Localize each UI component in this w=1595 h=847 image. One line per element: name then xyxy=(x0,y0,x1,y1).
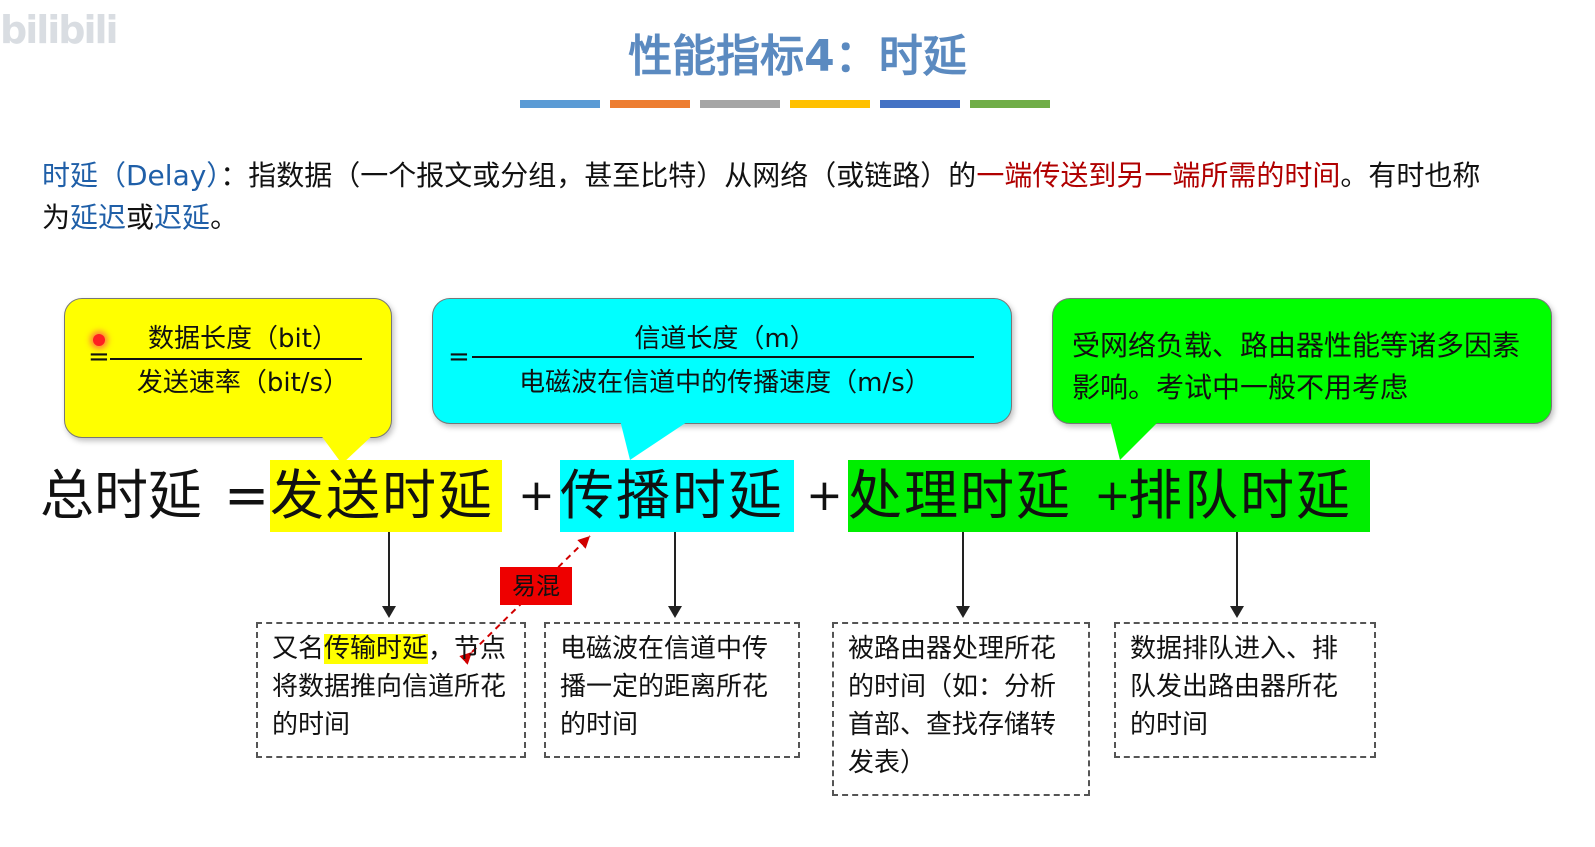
processing-delay-term: 处理时延 xyxy=(848,460,1084,532)
color-bar-6 xyxy=(970,100,1050,108)
transmission-denominator: 发送速率（bit/s） xyxy=(136,368,350,398)
transmission-arrow-line xyxy=(388,532,390,608)
definition-part2: 。有时也称为 xyxy=(42,159,1481,234)
propagation-desc-text: 电磁波在信道中传播一定的距离所花的时间 xyxy=(560,634,769,740)
plus-sign-1: + xyxy=(518,470,555,521)
propagation-numerator: 信道长度（m） xyxy=(634,324,816,354)
queuing-arrow-head xyxy=(1230,606,1244,618)
transmission-fraction-line xyxy=(110,358,362,360)
title-color-bars xyxy=(520,100,1050,108)
definition-part1: ：指数据（一个报文或分组，甚至比特）从网络（或链路）的 xyxy=(220,159,977,192)
color-bar-1 xyxy=(520,100,600,108)
propagation-callout-tail xyxy=(620,420,690,460)
queuing-desc-text: 数据排队进入、排队发出路由器所花的时间 xyxy=(1130,634,1339,740)
transmission-alias: 传输时延 xyxy=(324,634,429,664)
propagation-denominator: 电磁波在信道中的传播速度（m/s） xyxy=(519,368,931,398)
color-bar-3 xyxy=(700,100,780,108)
transmission-desc-rest: ，节点将数据推向信道所花的时间 xyxy=(272,634,507,740)
cursor-highlight-dot xyxy=(93,334,105,346)
queuing-delay-term: 排队时延 xyxy=(1128,460,1370,532)
plus-sign-3-background xyxy=(1084,460,1128,532)
definition-alias-2: 迟延 xyxy=(154,201,211,234)
queuing-arrow-line xyxy=(1236,532,1238,608)
transmission-callout-tail xyxy=(320,434,374,464)
propagation-arrow-line xyxy=(674,532,676,608)
propagation-fraction-line xyxy=(472,356,974,358)
processing-arrow-head xyxy=(956,606,970,618)
processing-note-text: 受网络负载、路由器性能等诸多因素影响。考试中一般不用考虑 xyxy=(1072,329,1521,404)
processing-delay-text: 处理时延 xyxy=(848,464,1072,527)
propagation-arrow-head xyxy=(668,606,682,618)
processing-note-callout xyxy=(1052,298,1552,424)
definition-term: 时延（Delay） xyxy=(42,159,221,192)
delay-definition: 时延（Delay）：指数据（一个报文或分组，甚至比特）从网络（或链路）的一端传送… xyxy=(42,155,1502,239)
processing-description-box: 被路由器处理所花的时间（如：分析首部、查找存储转发表） xyxy=(832,622,1090,796)
total-delay-label: 总时延 xyxy=(40,464,202,527)
color-bar-4 xyxy=(790,100,870,108)
color-bar-5 xyxy=(880,100,960,108)
transmission-delay-text: 发送时延 xyxy=(270,464,494,527)
definition-end: 。 xyxy=(210,201,239,234)
propagation-equals: = xyxy=(448,342,470,372)
queuing-description-box: 数据排队进入、排队发出路由器所花的时间 xyxy=(1114,622,1376,758)
transmission-arrow-head xyxy=(382,606,396,618)
propagation-description-box: 电磁波在信道中传播一定的距离所花的时间 xyxy=(544,622,800,758)
transmission-description-box: 又名传输时延，节点将数据推向信道所花的时间 xyxy=(256,622,526,758)
definition-connector: 或 xyxy=(126,201,155,234)
processing-arrow-line xyxy=(962,532,964,608)
confusable-tag: 易混 xyxy=(500,567,572,605)
transmission-numerator: 数据长度（bit） xyxy=(148,324,338,354)
plus-sign-2: + xyxy=(806,470,843,521)
propagation-delay-term: 传播时延 xyxy=(560,460,794,532)
propagation-delay-text: 传播时延 xyxy=(560,464,784,527)
definition-highlight: 一端传送到另一端所需的时间 xyxy=(976,159,1341,192)
transmission-formula-callout xyxy=(64,298,392,438)
page-title: 性能指标4：时延 xyxy=(628,31,967,82)
plus-sign-3: + xyxy=(1094,470,1131,521)
formula-equals: = xyxy=(224,464,270,527)
propagation-formula-callout xyxy=(432,298,1012,424)
processing-callout-tail xyxy=(1110,420,1160,460)
color-bar-2 xyxy=(610,100,690,108)
definition-alias-1: 延迟 xyxy=(70,201,127,234)
processing-desc-text: 被路由器处理所花的时间（如：分析首部、查找存储转发表） xyxy=(848,634,1057,778)
bilibili-watermark: bilibili xyxy=(0,8,119,52)
transmission-desc-prefix: 又名 xyxy=(272,634,325,664)
transmission-equals: = xyxy=(88,342,110,372)
transmission-delay-term: 发送时延 xyxy=(270,460,502,532)
queuing-delay-text: 排队时延 xyxy=(1128,464,1352,527)
